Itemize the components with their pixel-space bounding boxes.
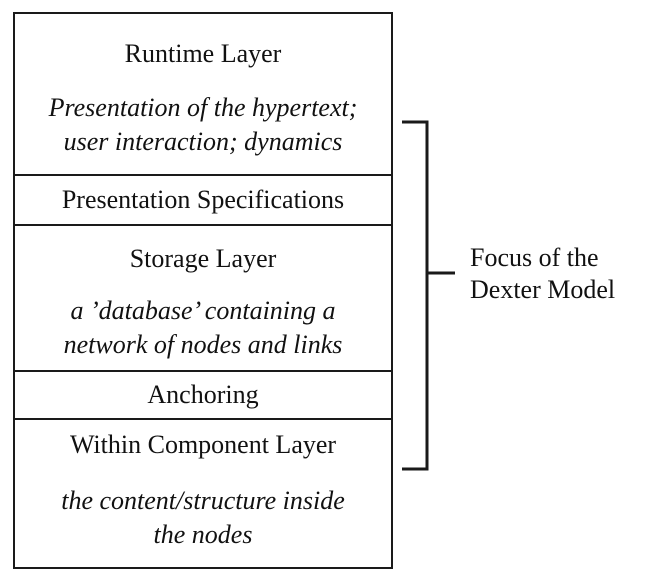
storage-layer-section: Storage Layer a ’database’ containing a … — [15, 226, 391, 370]
within-component-layer-section: Within Component Layer the content/struc… — [15, 420, 391, 567]
focus-label-line2: Dexter Model — [470, 275, 616, 304]
divider-storage-anchoring — [15, 370, 391, 372]
runtime-layer-desc-line2: user interaction; dynamics — [63, 127, 343, 156]
runtime-layer-desc-line1: Presentation of the hypertext; — [48, 93, 358, 122]
divider-anchoring-within — [15, 418, 391, 420]
runtime-layer-section: Runtime Layer Presentation of the hypert… — [15, 14, 391, 174]
divider-runtime-presentation — [15, 174, 391, 176]
storage-layer-desc-line1: a ’database’ containing a — [70, 296, 336, 325]
within-component-layer-desc-line2: the nodes — [153, 520, 253, 549]
anchoring-section: Anchoring — [15, 372, 391, 418]
storage-layer-desc-line2: network of nodes and links — [63, 330, 343, 359]
presentation-specifications-section: Presentation Specifications — [15, 176, 391, 224]
presentation-specifications-title: Presentation Specifications — [61, 185, 345, 214]
focus-label-line1: Focus of the — [470, 243, 599, 272]
within-component-layer-desc-line1: the content/structure inside — [61, 486, 345, 515]
within-component-layer-title: Within Component Layer — [69, 430, 337, 459]
runtime-layer-title: Runtime Layer — [124, 39, 282, 68]
storage-layer-title: Storage Layer — [129, 244, 277, 273]
anchoring-title: Anchoring — [147, 380, 259, 409]
dexter-model-diagram: Runtime Layer Presentation of the hypert… — [13, 12, 393, 569]
focus-label: Focus of the Dexter Model — [470, 242, 615, 306]
focus-bracket-vertical — [402, 120, 429, 471]
divider-presentation-storage — [15, 224, 391, 226]
